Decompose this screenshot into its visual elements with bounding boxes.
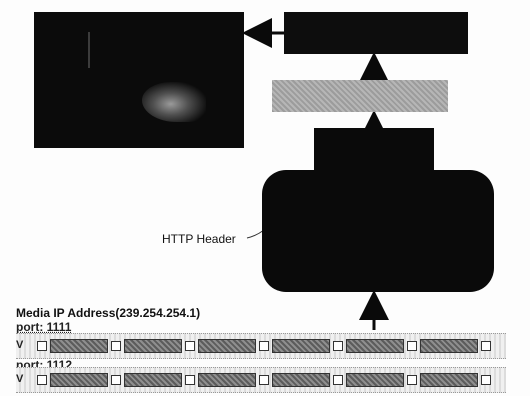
decoder-box [284,12,468,54]
packet-marker [37,375,47,385]
client-box-top [314,128,434,174]
packet-marker [333,375,343,385]
packet [50,373,108,387]
packet-marker [259,375,269,385]
video-channel-label: V [16,339,24,351]
packet [124,373,182,387]
video-subject [142,82,206,122]
packet [272,373,330,387]
packet-marker [185,375,195,385]
packet-row [34,339,494,353]
packet [346,373,404,387]
packet [198,339,256,353]
packet [198,373,256,387]
packet-marker [111,341,121,351]
client-box [262,170,494,292]
packet-marker [481,341,491,351]
media-ip-address-title: Media IP Address(239.254.254.1) [16,306,201,320]
packet [420,373,478,387]
packet [420,339,478,353]
packet-marker [407,375,417,385]
packet [124,339,182,353]
port-label: port: 1111 [16,320,72,334]
packet-marker [481,375,491,385]
stream-strip: V [16,333,506,359]
packet [50,339,108,353]
packet-marker [407,341,417,351]
stream-strip: V [16,367,506,393]
packet [272,339,330,353]
http-header-label: HTTP Header [162,232,236,246]
video-channel-label: V [16,373,24,385]
packet-marker [111,375,121,385]
packet-marker [259,341,269,351]
packet-marker [37,341,47,351]
packet-marker [333,341,343,351]
filter-box [272,80,448,112]
video-output-thumbnail [34,12,244,148]
packet-row [34,373,494,387]
video-detail [88,32,90,68]
packet [346,339,404,353]
packet-marker [185,341,195,351]
